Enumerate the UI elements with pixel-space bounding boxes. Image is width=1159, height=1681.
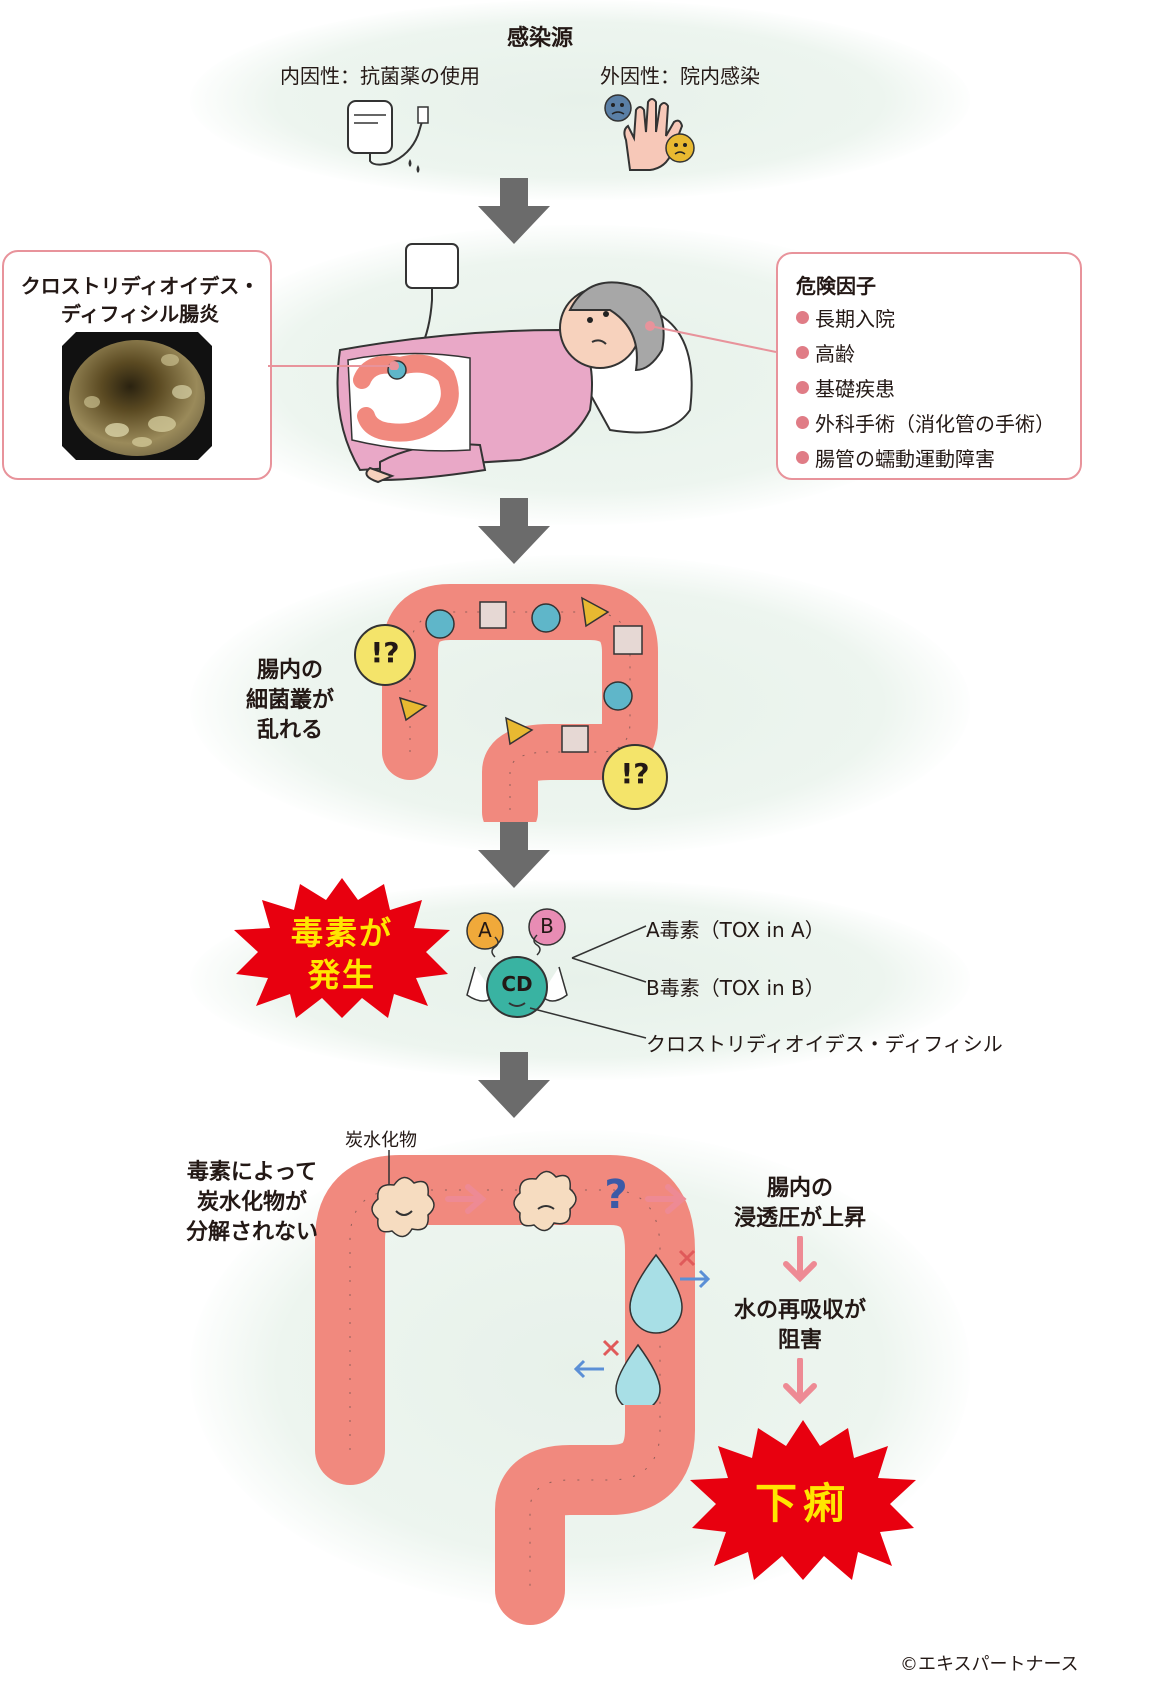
mechanism-left-line3: 分解されない	[185, 1220, 318, 1245]
toxin-a-label: A毒素（TOX in A）	[646, 918, 825, 942]
down-arrow-2	[478, 498, 550, 564]
cd-label: CD	[501, 972, 533, 996]
risk-item: 外科手術（消化管の手術）	[796, 405, 1055, 440]
toxin-connector-lines	[529, 925, 647, 1039]
colon-diarrhea-illustration	[315, 1155, 695, 1625]
disease-name-line2: ディフィシル腸炎	[60, 302, 220, 326]
disease-name-line1: クロストリディオイデス・	[20, 274, 260, 298]
toxin-burst-line1: 毒素が	[290, 914, 393, 952]
pink-down-arrow-1	[783, 1236, 817, 1283]
patient-illustration	[336, 243, 693, 484]
pink-down-arrow-2	[783, 1358, 817, 1405]
colon-flora-illustration	[382, 584, 658, 822]
surprise-text-left: !?	[370, 636, 400, 669]
water-line1: 水の再吸収が	[733, 1298, 866, 1323]
cd-bacterium-illustration	[466, 908, 568, 1018]
down-arrow-4	[478, 1052, 550, 1118]
carb-flow-illustration	[371, 1170, 687, 1238]
carb-label: 炭水化物	[345, 1130, 417, 1151]
risk-item: 腸管の蠕動運動障害	[796, 440, 1055, 475]
down-arrow-3	[478, 822, 550, 888]
water-line2: 阻害	[777, 1328, 822, 1353]
water-drops-illustration	[573, 1249, 711, 1405]
risk-title: 危険因子	[796, 274, 876, 298]
connector-lines	[268, 321, 777, 370]
ball-a-label: A	[478, 918, 492, 942]
endoscopy-image	[62, 332, 212, 460]
toxin-b-label: B毒素（TOX in B）	[646, 976, 825, 1000]
question-mark: ?	[604, 1172, 628, 1218]
source-exogenous: 外因性：院内感染	[600, 64, 760, 88]
osmotic-line2: 浸透圧が上昇	[733, 1206, 866, 1231]
iv-bag-icon	[347, 100, 429, 173]
diarrhea-label: 下痢	[754, 1479, 851, 1528]
hand-germs-icon	[604, 94, 695, 171]
organism-label: クロストリディオイデス・ディフィシル	[646, 1032, 1003, 1056]
bg-ellipse-source	[190, 0, 970, 200]
risk-box	[776, 252, 1082, 480]
osmotic-line1: 腸内の	[766, 1176, 833, 1201]
source-endogenous: 内因性：抗菌薬の使用	[280, 64, 480, 88]
surprise-bubble-left	[354, 624, 416, 686]
mechanism-left-line1: 毒素によって	[186, 1160, 318, 1185]
risk-list: 長期入院 高齢 基礎疾患 外科手術（消化管の手術） 腸管の蠕動運動障害	[796, 300, 1055, 475]
diarrhea-burst	[690, 1420, 916, 1580]
flora-line2: 細菌叢が	[245, 688, 334, 713]
surprise-text-right: !?	[620, 757, 650, 790]
ball-b-label: B	[540, 914, 554, 938]
source-title: 感染源	[506, 26, 573, 51]
toxin-burst-line2: 発生	[307, 956, 376, 994]
risk-item: 高齢	[796, 335, 1055, 370]
surprise-bubble-right	[602, 744, 668, 810]
credit-text: ©エキスパートナース	[900, 1654, 1079, 1675]
mechanism-left-line2: 炭水化物が	[196, 1190, 307, 1215]
risk-item: 長期入院	[796, 300, 1055, 335]
toxin-burst	[234, 878, 450, 1018]
risk-item: 基礎疾患	[796, 370, 1055, 405]
down-arrow-1	[478, 178, 550, 244]
flora-line1: 腸内の	[256, 658, 323, 683]
flora-line3: 乱れる	[256, 718, 323, 743]
